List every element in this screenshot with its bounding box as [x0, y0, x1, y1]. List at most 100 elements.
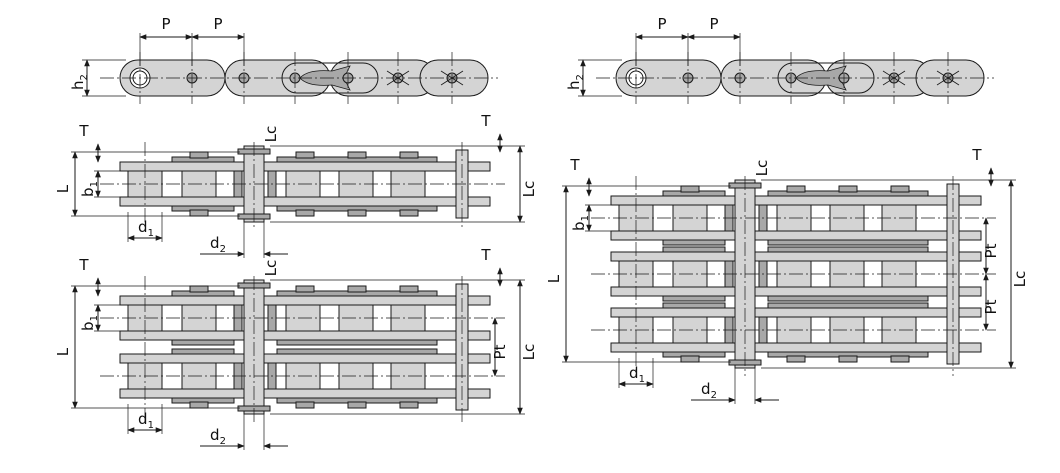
connecting-pin-length-label: Lc [1011, 271, 1029, 288]
connecting-pin-length-label: Lc [753, 160, 771, 177]
connecting-pin-length-label: Lc [520, 181, 538, 198]
label-subscript: 1 [89, 181, 100, 187]
pin-head [295, 151, 315, 159]
outer-plate-edge [171, 348, 235, 355]
outer-plate-edge [767, 239, 929, 246]
label-text: Lc [262, 260, 280, 277]
label-text: Lc [520, 344, 538, 361]
label-subscript: 1 [89, 315, 100, 321]
pin-head [786, 355, 806, 363]
label-text: d [138, 410, 148, 428]
outer-plate-edge [276, 339, 438, 346]
transverse-pitch-label: Pt [491, 344, 509, 359]
side-plate [119, 196, 491, 207]
pin-head [890, 185, 910, 193]
connecting-pin-length-label: Lc [520, 344, 538, 361]
label-text: d [210, 234, 220, 252]
label-text: Lc [262, 126, 280, 143]
side-plate [610, 342, 982, 353]
roller-diameter-label: d1 [138, 410, 154, 431]
pin-head [189, 401, 209, 409]
plate-thickness-label: T [971, 146, 982, 164]
pin-length-label: L [54, 347, 72, 356]
pin-diameter-label: d2 [210, 234, 226, 255]
pitch-label: P [213, 15, 222, 33]
label-text: T [971, 146, 982, 164]
plate-height-label: h2 [565, 74, 586, 90]
label-text: T [78, 122, 89, 140]
label-text: P [213, 15, 222, 33]
label-subscript: 1 [580, 215, 591, 221]
pin-head [399, 209, 419, 217]
label-text: d [629, 364, 639, 382]
outer-plate-edge [276, 348, 438, 355]
connecting-pin-length-label: Lc [262, 260, 280, 277]
inner-width-label: b1 [570, 215, 591, 231]
side-plate [610, 230, 982, 241]
connecting-pin-length-label: Lc [262, 126, 280, 143]
label-text: d [138, 218, 148, 236]
pitch-label: P [709, 15, 718, 33]
side-plate [119, 161, 491, 172]
pin-head [347, 285, 367, 293]
label-text: P [161, 15, 170, 33]
label-text: T [78, 256, 89, 274]
label-text: h [565, 80, 583, 90]
label-subscript: 2 [711, 390, 717, 401]
label-subscript: 2 [79, 74, 90, 80]
side-plate [119, 353, 491, 364]
label-text: P [657, 15, 666, 33]
side-plate [610, 251, 982, 262]
pin-head [295, 209, 315, 217]
side-dimensions: P Ph2 [565, 15, 741, 97]
label-text: L [545, 274, 563, 283]
label-text: L [54, 347, 72, 356]
pitch-label: P [161, 15, 170, 33]
plate-thickness-label: T [480, 246, 491, 264]
label-text: T [480, 246, 491, 264]
pin-head [399, 151, 419, 159]
pin-head [295, 401, 315, 409]
plate-thickness-label: T [569, 156, 580, 174]
outer-plate-edge [767, 246, 929, 253]
side-plate [610, 286, 982, 297]
outer-plate-edge [767, 295, 929, 302]
label-text: b [79, 321, 97, 331]
label-subscript: 2 [220, 244, 226, 255]
pin-head [680, 185, 700, 193]
side-plate [610, 307, 982, 318]
label-text: b [79, 187, 97, 197]
outer-plate-edge [662, 295, 726, 302]
pin-head [347, 209, 367, 217]
inner-width-label: b1 [79, 181, 100, 197]
pin-length-label: L [545, 274, 563, 283]
pin-head [347, 401, 367, 409]
pin-head [347, 151, 367, 159]
pin-head [295, 285, 315, 293]
transverse-pitch-label: Pt [982, 299, 1000, 314]
side-view-right: P Ph2 [565, 15, 994, 104]
outer-plate-edge [662, 302, 726, 309]
outer-plate-edge [767, 302, 929, 309]
pin-head [680, 355, 700, 363]
roller-diameter-label: d1 [629, 364, 645, 385]
label-text: Pt [982, 243, 1000, 258]
plate-thickness-label: T [78, 122, 89, 140]
side-plate [119, 295, 491, 306]
inner-width-label: b1 [79, 315, 100, 331]
label-text: Lc [753, 160, 771, 177]
label-text: L [54, 184, 72, 193]
label-subscript: 1 [639, 374, 645, 385]
pin-head [399, 401, 419, 409]
label-text: d [701, 380, 711, 398]
pin-head [838, 355, 858, 363]
label-text: Lc [520, 181, 538, 198]
side-plate [119, 388, 491, 399]
plate-thickness-label: T [480, 112, 491, 130]
